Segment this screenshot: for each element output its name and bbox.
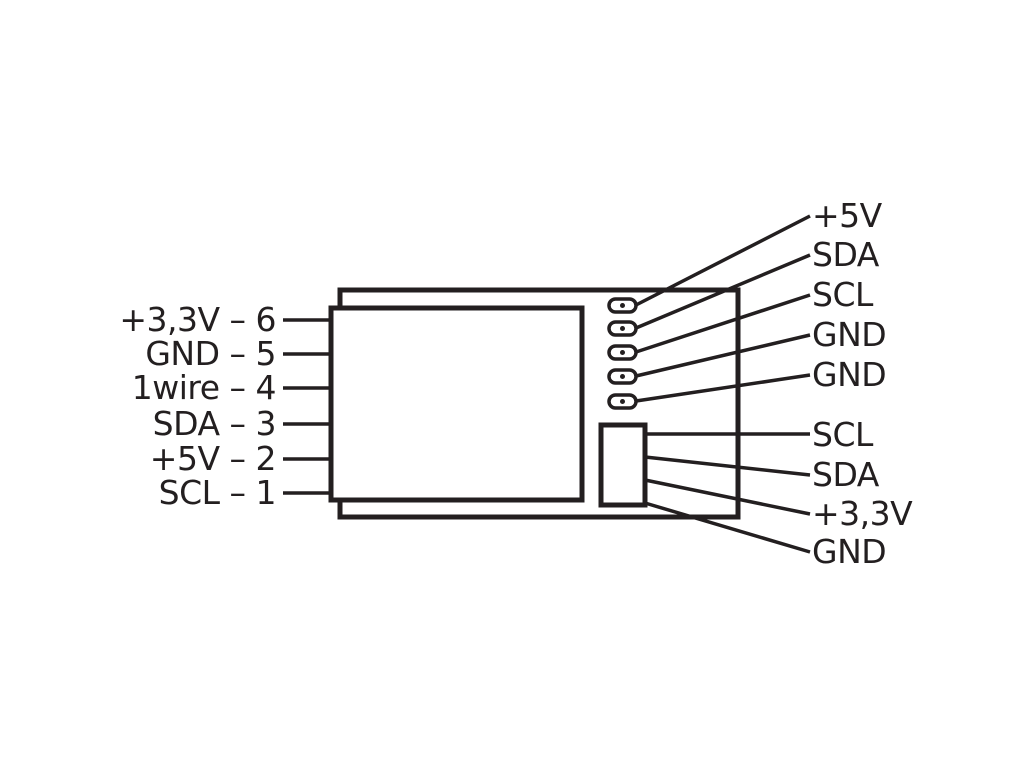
right-top-label-3: SCL [812, 275, 873, 314]
right-top-line-3 [635, 293, 811, 354]
connector-block [598, 422, 648, 508]
right-bottom-pin-lines [644, 432, 811, 554]
right-top-label-4: GND [812, 315, 887, 354]
left-pin-label-2: +5V – 2 [149, 439, 277, 478]
left-pin-lines [283, 318, 331, 495]
right-top-label-5: GND [812, 355, 887, 394]
right-bottom-line-3 [644, 478, 811, 516]
right-top-line-1 [635, 214, 811, 307]
right-top-line-4 [635, 333, 811, 378]
right-bottom-line-4 [644, 501, 811, 554]
left-pin-label-4: 1wire – 4 [131, 368, 277, 407]
right-bottom-label-1: SCL [812, 415, 873, 454]
header-pads [607, 297, 638, 410]
right-bottom-line-2 [644, 455, 811, 477]
right-bottom-label-3: +3,3V [812, 494, 913, 533]
header-pad-2 [607, 320, 638, 337]
right-top-label-1: +5V [812, 196, 882, 235]
right-bottom-label-4: GND [812, 532, 887, 571]
left-pin-label-1: SCL – 1 [158, 473, 277, 512]
right-top-pin-lines [635, 214, 811, 403]
chip-outline [328, 305, 585, 503]
header-pad-3 [607, 344, 638, 361]
header-pad-5 [607, 393, 638, 410]
left-pin-label-3: SDA – 3 [152, 404, 277, 443]
header-pad-1 [607, 297, 638, 314]
right-bottom-label-2: SDA [812, 455, 879, 494]
right-top-label-2: SDA [812, 235, 879, 274]
left-pin-label-5: GND – 5 [145, 334, 276, 373]
right-top-line-2 [635, 253, 811, 330]
right-top-line-5 [635, 373, 811, 403]
header-pad-4 [607, 368, 638, 385]
left-pin-label-6: +3,3V – 6 [119, 300, 276, 339]
